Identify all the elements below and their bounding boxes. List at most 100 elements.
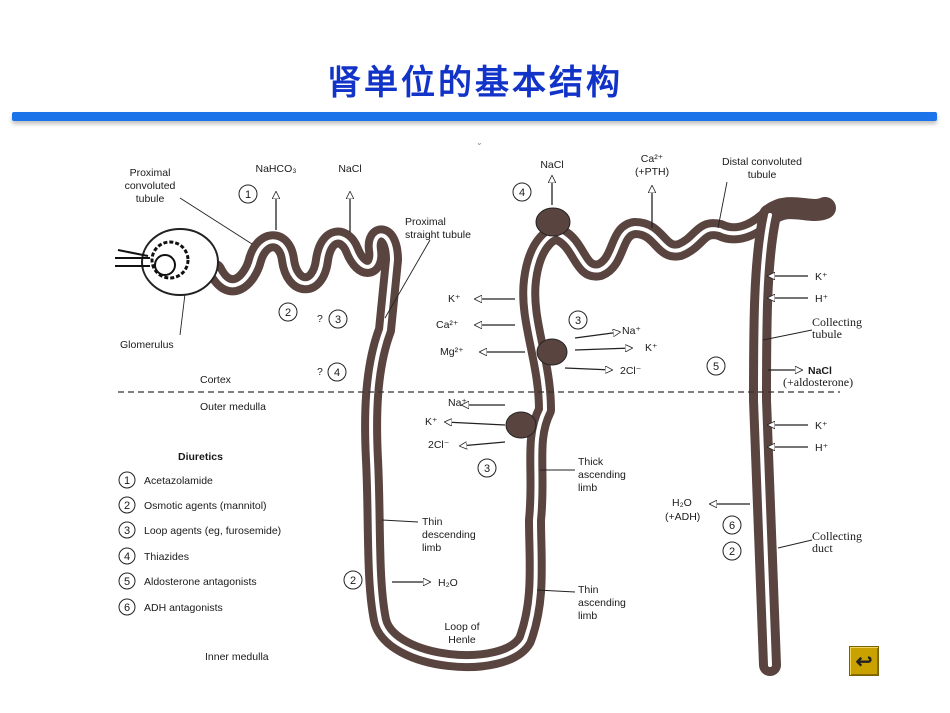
diuretics-legend: Diuretics 1 Acetazolamide 2 Osmotic agen…: [118, 451, 281, 616]
label-aldosterone: (+aldosterone): [783, 375, 853, 389]
stray-mark: ˘: [478, 142, 481, 152]
svg-text:convoluted: convoluted: [125, 180, 176, 192]
taL-cell-2: [505, 411, 537, 439]
label-na-tal: Na⁺: [448, 397, 467, 409]
site-marker-3b: [568, 310, 588, 330]
label-thick-ascending: Thick: [578, 456, 604, 468]
site-marker-1: [238, 184, 258, 204]
label-h-ct: H⁺: [815, 293, 829, 305]
label-inner-medulla: Inner medulla: [205, 651, 269, 663]
return-arrow-icon: ↩: [855, 650, 873, 673]
label-nacl-ct: NaCl: [808, 365, 832, 377]
label-nacl-2: NaCl: [540, 159, 563, 171]
label-loop-of-henle: Loop of: [444, 621, 479, 633]
site-marker-3a: [328, 309, 348, 329]
page-title: 肾单位的基本结构: [327, 63, 623, 103]
label-adh: (+ADH): [665, 511, 700, 523]
label-proximal-convoluted: Proximal: [130, 167, 171, 179]
svg-text:Henle: Henle: [448, 634, 476, 646]
svg-text:straight tubule: straight tubule: [405, 229, 471, 241]
site-marker-4b: [512, 182, 532, 202]
legend-item-3: 3 Loop agents (eg, furosemide): [118, 521, 281, 539]
question-mark-2: ?: [317, 366, 323, 378]
svg-text:ADH antagonists: ADH antagonists: [144, 602, 223, 614]
label-glomerulus: Glomerulus: [120, 339, 174, 351]
transport-arrows: [276, 176, 808, 582]
macula-densa: [535, 207, 571, 237]
svg-text:2: 2: [729, 546, 735, 558]
label-2cl-in: 2Cl⁻: [620, 365, 642, 377]
svg-text:duct: duct: [812, 541, 833, 555]
label-ca-pth: Ca²⁺: [641, 153, 664, 165]
legend-item-4: 4 Thiazides: [118, 547, 189, 565]
site-marker-2b: [343, 570, 363, 590]
svg-text:3: 3: [124, 525, 130, 537]
svg-text:Acetazolamide: Acetazolamide: [144, 475, 213, 487]
label-outer-medulla: Outer medulla: [200, 401, 266, 413]
return-button[interactable]: ↩: [849, 646, 879, 676]
svg-text:Thiazides: Thiazides: [144, 551, 189, 563]
title-divider: [12, 112, 937, 121]
site-marker-4a: [327, 362, 347, 382]
legend-item-6: 6 ADH antagonists: [118, 598, 223, 616]
label-k-in: K⁺: [645, 342, 658, 354]
svg-text:5: 5: [713, 361, 719, 373]
svg-text:5: 5: [124, 576, 130, 588]
label-thin-ascending: Thin: [578, 584, 599, 596]
site-markers: [238, 182, 742, 590]
label-h2o: H₂O: [438, 577, 458, 589]
taL-cell-1: [536, 338, 568, 366]
svg-text:3: 3: [484, 463, 490, 475]
label-na-in: Na⁺: [622, 325, 641, 337]
label-h-cd: H⁺: [815, 442, 829, 454]
label-mg-out: Mg²⁺: [440, 346, 464, 358]
svg-text:3: 3: [575, 315, 581, 327]
svg-text:3: 3: [335, 314, 341, 326]
collecting-duct-lumen: [758, 213, 772, 667]
svg-text:descending: descending: [422, 529, 476, 541]
svg-text:Aldosterone antagonists: Aldosterone antagonists: [144, 576, 257, 588]
svg-text:tubule: tubule: [748, 169, 777, 181]
svg-text:2: 2: [124, 500, 130, 512]
svg-text:6: 6: [729, 520, 735, 532]
svg-text:ascending: ascending: [578, 597, 626, 609]
label-2cl-tal: 2Cl⁻: [428, 439, 450, 451]
legend-title: Diuretics: [178, 451, 223, 463]
label-nahco3: NaHCO₃: [255, 163, 296, 175]
svg-text:(+PTH): (+PTH): [635, 166, 669, 178]
svg-text:limb: limb: [578, 482, 597, 494]
site-marker-numbers: 1 2 3 4 4 3 5 3 2 6 2: [245, 187, 735, 587]
label-k-tal: K⁺: [425, 416, 438, 428]
glomerulus: [115, 228, 219, 296]
svg-text:tubule: tubule: [136, 193, 165, 205]
leader-lines: [179, 181, 813, 593]
svg-text:1: 1: [245, 189, 251, 201]
svg-text:ascending: ascending: [578, 469, 626, 481]
svg-text:Osmotic agents (mannitol): Osmotic agents (mannitol): [144, 500, 267, 512]
site-marker-2c: [722, 541, 742, 561]
svg-text:2: 2: [350, 575, 356, 587]
question-mark-1: ?: [317, 313, 323, 325]
label-nacl-1: NaCl: [338, 163, 361, 175]
label-collecting-duct: Collecting: [812, 529, 862, 543]
svg-text:limb: limb: [578, 610, 597, 622]
svg-text:4: 4: [519, 187, 525, 199]
label-k-cd: K⁺: [815, 420, 828, 432]
legend-item-2: 2 Osmotic agents (mannitol): [118, 496, 267, 514]
label-k-ct: K⁺: [815, 271, 828, 283]
label-h2o-cd: H₂O: [672, 497, 692, 509]
label-ca-out: Ca²⁺: [436, 319, 459, 331]
svg-text:6: 6: [124, 602, 130, 614]
svg-text:2: 2: [285, 307, 291, 319]
svg-text:Loop agents (eg, furosemide): Loop agents (eg, furosemide): [144, 525, 281, 537]
site-marker-5: [706, 356, 726, 376]
label-collecting-tubule: Collecting: [812, 315, 862, 329]
svg-text:limb: limb: [422, 542, 441, 554]
site-marker-2a: [278, 302, 298, 322]
label-distal-convoluted: Distal convoluted: [722, 156, 802, 168]
svg-text:tubule: tubule: [812, 327, 842, 341]
label-thin-descending: Thin: [422, 516, 443, 528]
svg-text:4: 4: [334, 367, 340, 379]
legend-item-5: 5 Aldosterone antagonists: [118, 572, 257, 590]
